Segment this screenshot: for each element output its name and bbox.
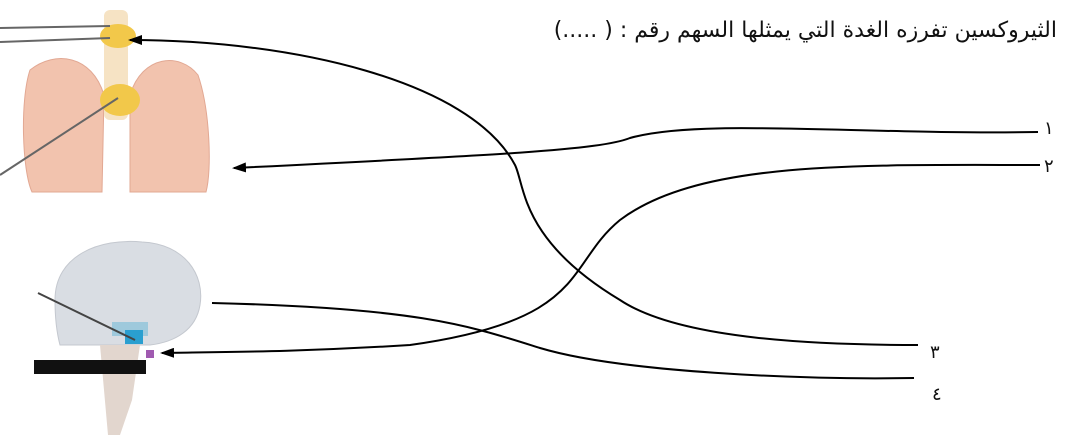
brainstem bbox=[100, 345, 140, 435]
arrows bbox=[130, 40, 1040, 378]
left-lung bbox=[23, 59, 104, 192]
arrow-2 bbox=[162, 165, 1040, 353]
label-3: ٣ bbox=[930, 342, 940, 363]
lungs-illustration bbox=[0, 10, 209, 192]
redaction-bar bbox=[34, 360, 146, 374]
right-lung bbox=[130, 61, 209, 192]
brain-illustration bbox=[34, 241, 201, 435]
thymus-gland bbox=[100, 84, 140, 116]
label-2: ٢ bbox=[1044, 156, 1054, 177]
label-4: ٤ bbox=[932, 384, 942, 405]
arrow-1 bbox=[234, 128, 1038, 168]
pointer-line-1 bbox=[0, 26, 110, 28]
pituitary-stalk-marker bbox=[146, 350, 154, 358]
arrow-3 bbox=[130, 40, 918, 345]
thyroid-gland bbox=[100, 24, 136, 48]
arrow-4 bbox=[212, 303, 914, 378]
label-1: ١ bbox=[1044, 118, 1054, 139]
pointer-line-2 bbox=[0, 38, 110, 42]
